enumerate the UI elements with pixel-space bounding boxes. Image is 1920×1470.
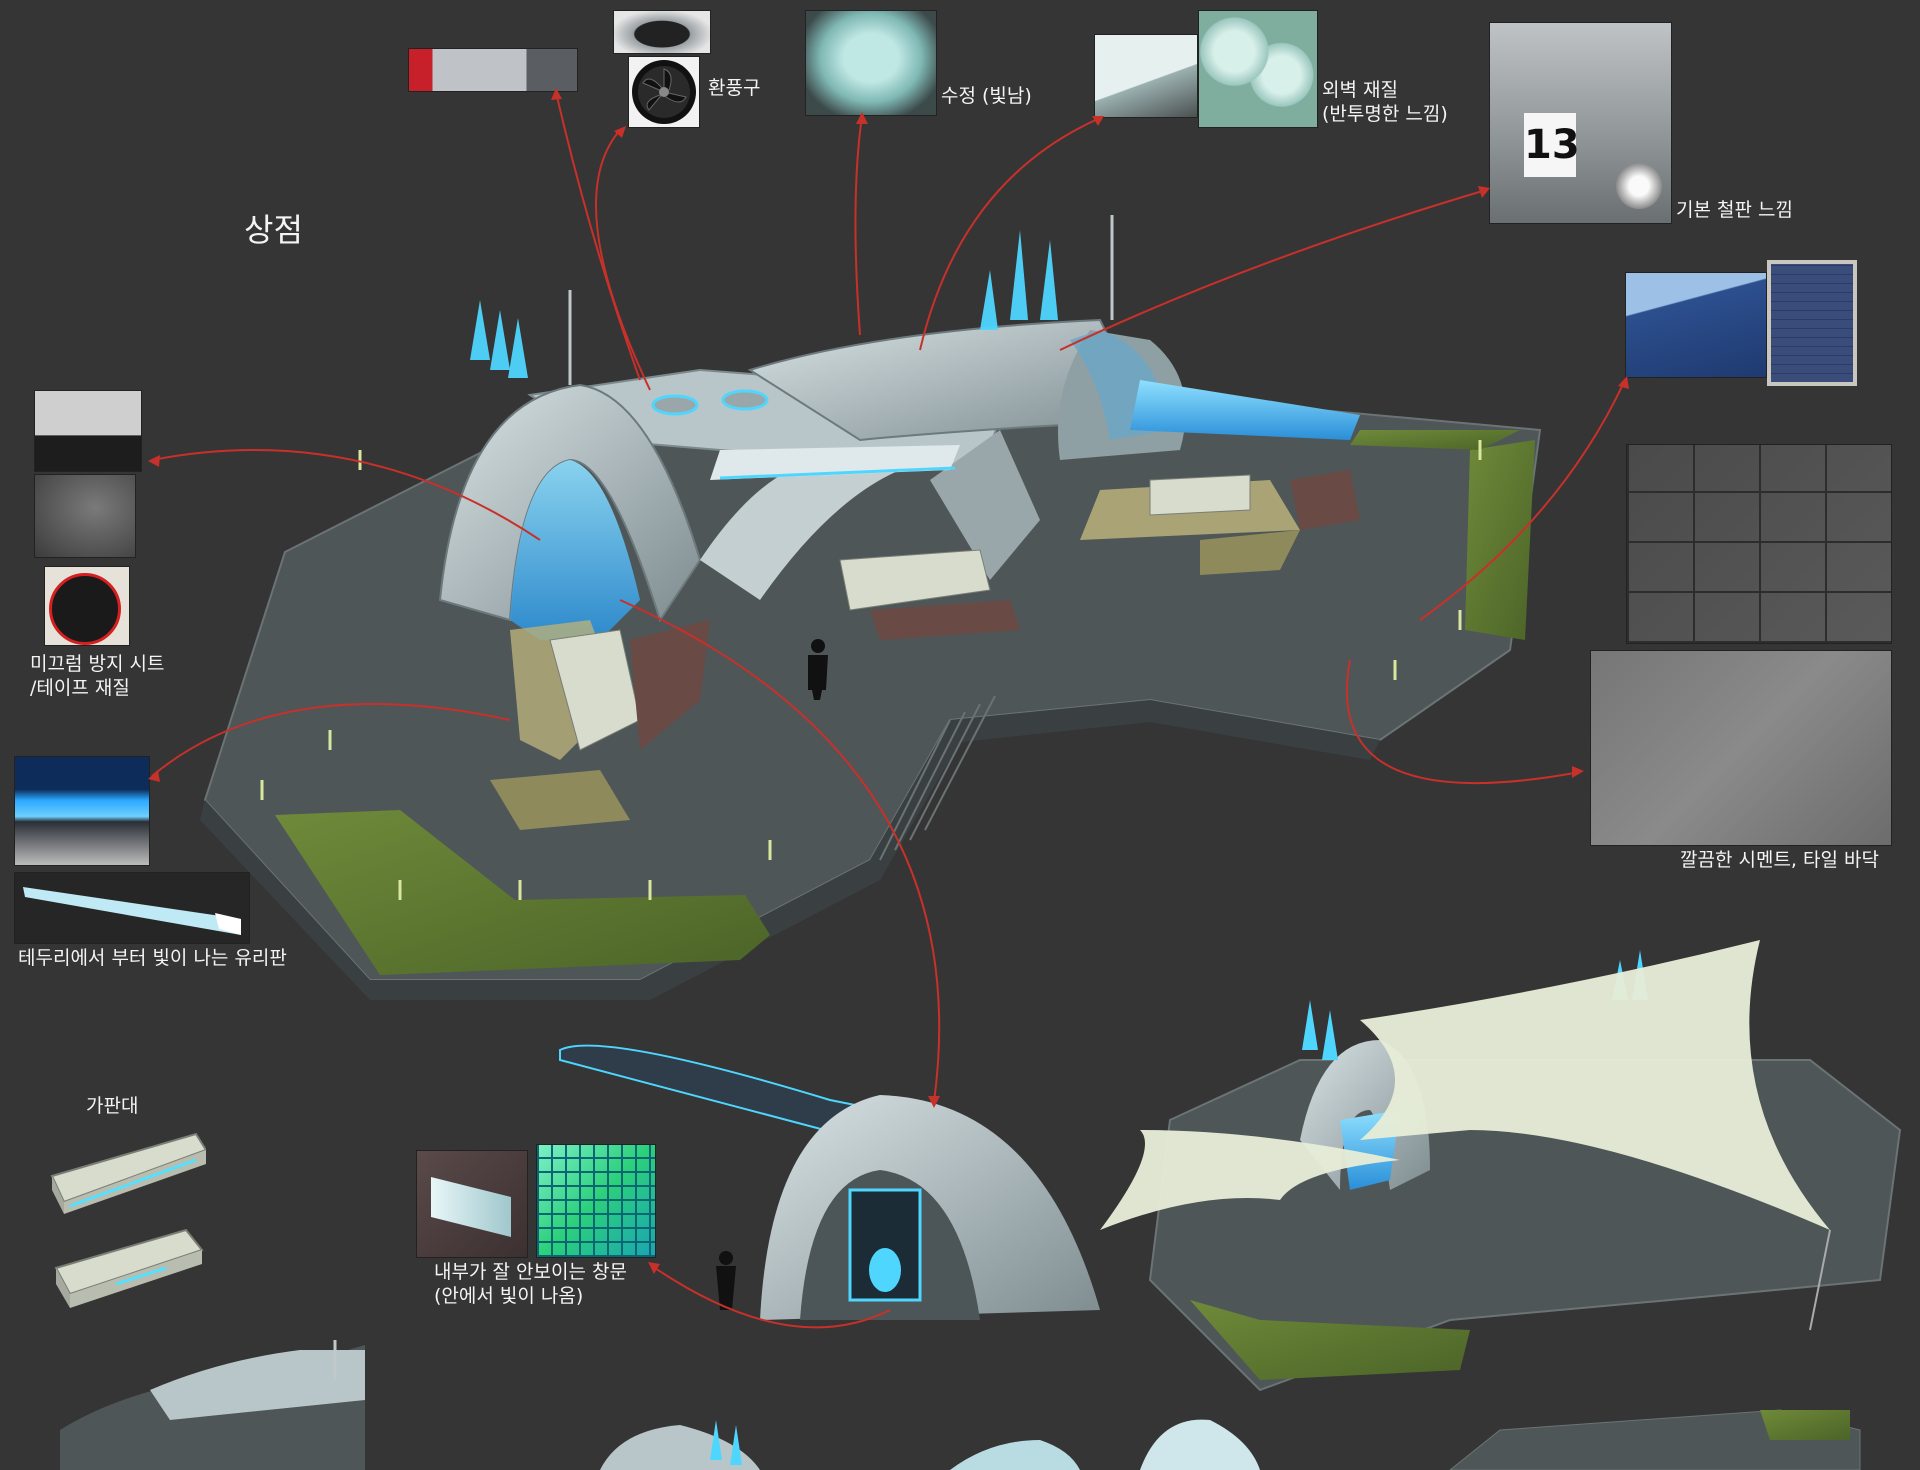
solar-panel-2-reference-image [1767, 260, 1857, 386]
plate-number: 13 [1524, 113, 1580, 177]
crystal-cluster-left [470, 300, 528, 378]
translucent-wall-reference-image [1094, 34, 1198, 118]
window-label-line1: 내부가 잘 안보이는 창문 [434, 1261, 627, 1283]
fan-reference-image [628, 56, 700, 128]
annotation-arrows [151, 91, 1626, 1329]
market-stalls [490, 470, 1360, 830]
floor-label: 깔끔한 시멘트, 타일 바닥 [1680, 849, 1879, 871]
connector-reference-image [408, 48, 578, 92]
wall-material-label-line1: 외벽 재질 [1322, 79, 1398, 101]
glass-label: 테두리에서 부터 빛이 나는 유리판 [18, 947, 287, 969]
window-label-line2: (안에서 빛이 나옴) [434, 1285, 584, 1307]
main-building [438, 215, 1360, 640]
anti-slip-texture-reference-image [34, 474, 136, 558]
stall-label: 가판대 [86, 1095, 139, 1117]
anti-slip-label-line2: /테이프 재질 [30, 677, 130, 699]
edge-lit-counter-reference-image [14, 756, 150, 866]
wall-material-label-line2: (반투명한 느낌) [1322, 103, 1448, 125]
stall-sketches [50, 1132, 206, 1308]
bottom-partial-views [60, 1340, 1861, 1470]
crystal-cluster-right [980, 230, 1058, 330]
vent-cover-reference-image [613, 10, 711, 54]
crystal-reference-image [805, 10, 937, 116]
edge-lit-glass-reference-image [14, 872, 250, 944]
crystal-label: 수정 (빛남) [941, 85, 1032, 107]
steel-plate-reference-image: 13 [1489, 22, 1672, 224]
anti-slip-mat-reference-image [34, 390, 142, 472]
anti-slip-label-line1: 미끄럼 방지 시트 [30, 653, 165, 675]
canopy-view [1100, 940, 1902, 1392]
archway-detail-view [559, 1044, 1100, 1320]
headlight-shape [1616, 163, 1662, 209]
cement-floor-reference-image [1590, 650, 1892, 846]
frosted-window-reference-image [416, 1150, 528, 1258]
stall-1 [50, 1132, 206, 1214]
page-title: 상점 [244, 211, 303, 249]
annotation-arrowheads [148, 88, 1629, 1274]
steel-label: 기본 철판 느낌 [1676, 199, 1793, 221]
anti-slip-tape-reference-image [44, 566, 130, 646]
solar-panel-reference-image [1625, 272, 1767, 378]
vent-label: 환풍구 [708, 77, 761, 99]
stone-tile-reference-image [1626, 444, 1892, 644]
stall-2 [54, 1228, 204, 1308]
fan-icon [632, 60, 696, 124]
translucent-spheres-reference-image [1198, 10, 1318, 128]
glass-panel-shape [23, 887, 241, 935]
glass-block-reference-image [536, 1144, 656, 1258]
person-silhouette [808, 639, 828, 700]
